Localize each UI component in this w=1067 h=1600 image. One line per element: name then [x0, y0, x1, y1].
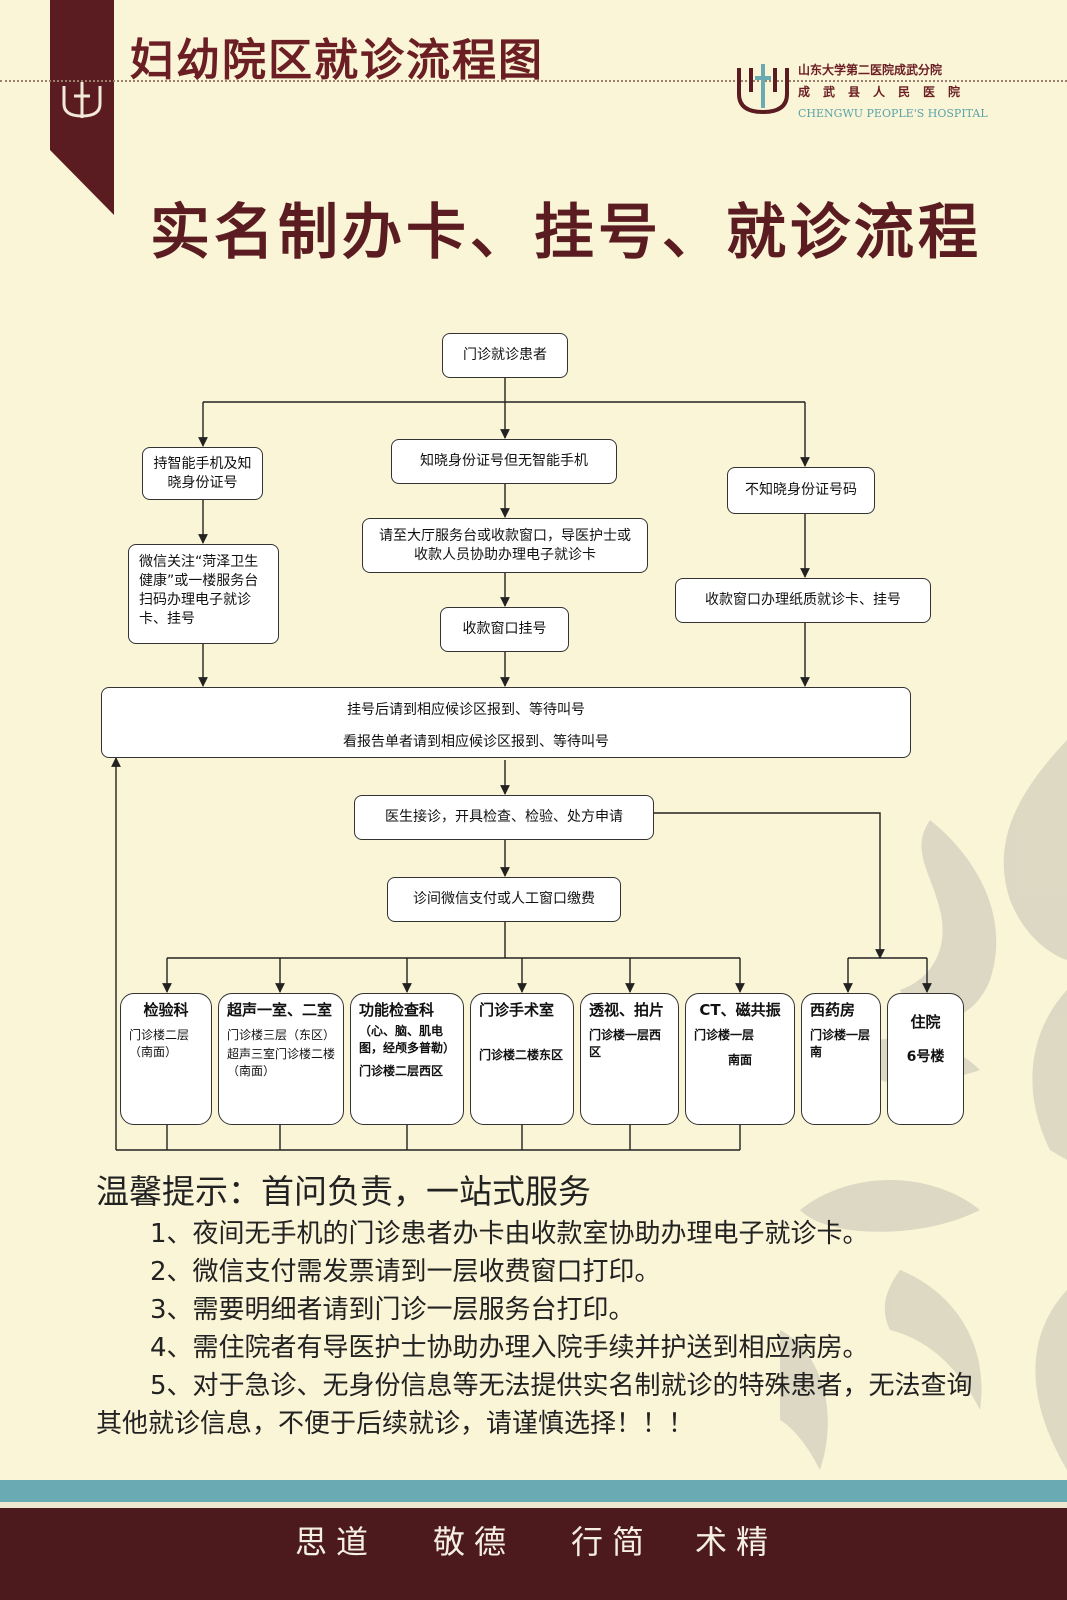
department-function-check: 功能检查科 （心、脑、肌电图，经颅多普勒） 门诊楼二层西区 [350, 993, 464, 1125]
ribbon-logo-icon [62, 82, 102, 118]
tip-item: 4、需住院者有导医护士协助办理入院手续并护送到相应病房。 [150, 1333, 869, 1363]
department-location: 门诊楼一层西区 [589, 1028, 662, 1059]
department-location: 门诊楼一层南 [810, 1028, 871, 1059]
department-ultrasound: 超声一室、二室 门诊楼三层（东区） 超声三室门诊楼二楼（南面） [218, 993, 344, 1125]
header-title: 妇幼院区就诊流程图 [130, 35, 544, 86]
tip-item: 3、需要明细者请到门诊一层服务台打印。 [150, 1295, 635, 1325]
department-surgery-room: 门诊手术室 门诊楼二楼东区 [470, 993, 574, 1125]
tips-list: 1、夜间无手机的门诊患者办卡由收款室协助办理电子就诊卡。 2、微信支付需发票请到… [96, 1215, 976, 1443]
department-location: 门诊楼二层西区 [359, 1064, 444, 1078]
motto-word: 思道 [295, 1523, 378, 1561]
department-ct-mri: CT、磁共振 门诊楼一层 南面 [685, 993, 795, 1125]
department-inpatient: 住院 6号楼 [887, 993, 964, 1125]
header-ribbon [50, 0, 114, 215]
department-location: 门诊楼二层（南面） [129, 1028, 190, 1059]
department-name: 功能检查科 [359, 1001, 435, 1019]
flow-no-smartphone-node: 知晓身份证号但无智能手机 [391, 439, 617, 484]
flow-start-node: 门诊就诊患者 [442, 333, 568, 378]
department-name: 西药房 [810, 1001, 856, 1019]
tip-item: 2、微信支付需发票请到一层收费窗口打印。 [150, 1257, 661, 1287]
header-divider [0, 80, 1067, 82]
department-pharmacy: 西药房 门诊楼一层南 [801, 993, 881, 1125]
waiting-line-1: 挂号后请到相应候诊区报到、等待叫号 [347, 702, 585, 718]
motto-word: 行简 [571, 1523, 654, 1561]
department-name: 透视、拍片 [589, 1001, 665, 1019]
motto-word: 敬德 [433, 1523, 516, 1561]
hospital-logo-icon [737, 64, 789, 115]
hospital-name-cn-2: 成武县人民医院 [798, 85, 974, 99]
department-name: 门诊手术室 [479, 1001, 555, 1019]
tip-item: 5、对于急诊、无身份信息等无法提供实名制就诊的特殊患者，无法查询其他就诊信息，不… [96, 1371, 973, 1439]
flow-payment-node: 诊间微信支付或人工窗口缴费 [387, 877, 621, 922]
tips-title: 温馨提示：首问负责，一站式服务 [96, 1172, 591, 1211]
department-location: 门诊楼三层（东区） [227, 1028, 336, 1042]
department-location: 门诊楼二楼东区 [479, 1048, 564, 1062]
tip-item: 1、夜间无手机的门诊患者办卡由收款室协助办理电子就诊卡。 [150, 1219, 869, 1249]
motto-word: 术精 [695, 1523, 778, 1561]
flow-waiting-node: 挂号后请到相应候诊区报到、等待叫号 看报告单者请到相应候诊区报到、等待叫号 [101, 687, 911, 758]
flow-doctor-node: 医生接诊，开具检查、检验、处方申请 [354, 795, 654, 840]
flow-cashier-register-node: 收款窗口挂号 [440, 607, 569, 652]
waiting-line-2: 看报告单者请到相应候诊区报到、等待叫号 [343, 734, 609, 750]
department-location: 超声三室门诊楼二楼（南面） [227, 1047, 336, 1078]
department-name: CT、磁共振 [699, 1001, 781, 1019]
footer-cream-band [0, 1502, 1067, 1508]
flow-connectors [111, 378, 932, 1151]
department-location: 门诊楼一层 [694, 1028, 755, 1042]
hospital-name-en: CHENGWU PEOPLE'S HOSPITAL [798, 107, 988, 120]
department-xray: 透视、拍片 门诊楼一层西区 [580, 993, 679, 1125]
main-title: 实名制办卡、挂号、就诊流程 [150, 198, 982, 268]
flow-no-id-node: 不知晓身份证号码 [727, 467, 875, 514]
flow-paper-card-node: 收款窗口办理纸质就诊卡、挂号 [675, 578, 931, 623]
department-name: 住院 [910, 1013, 941, 1031]
flow-hall-service-node: 请至大厅服务台或收款窗口，导医护士或收款人员协助办理电子就诊卡 [362, 518, 648, 573]
hospital-name-cn-1: 山东大学第二医院成武分院 [798, 63, 943, 77]
flow-wechat-node: 微信关注“菏泽卫生健康”或一楼服务台扫码办理电子就诊卡、挂号 [128, 544, 279, 644]
department-name: 超声一室、二室 [227, 1001, 333, 1019]
department-note: （心、脑、肌电图，经颅多普勒） [359, 1024, 456, 1055]
footer-bar [0, 1508, 1067, 1600]
footer-teal-band [0, 1480, 1067, 1502]
department-location: 南面 [727, 1053, 752, 1067]
department-location: 6号楼 [906, 1049, 945, 1065]
flow-smartphone-node: 持智能手机及知晓身份证号 [142, 447, 263, 500]
department-lab: 检验科 门诊楼二层（南面） [120, 993, 212, 1125]
department-name: 检验科 [143, 1001, 189, 1019]
